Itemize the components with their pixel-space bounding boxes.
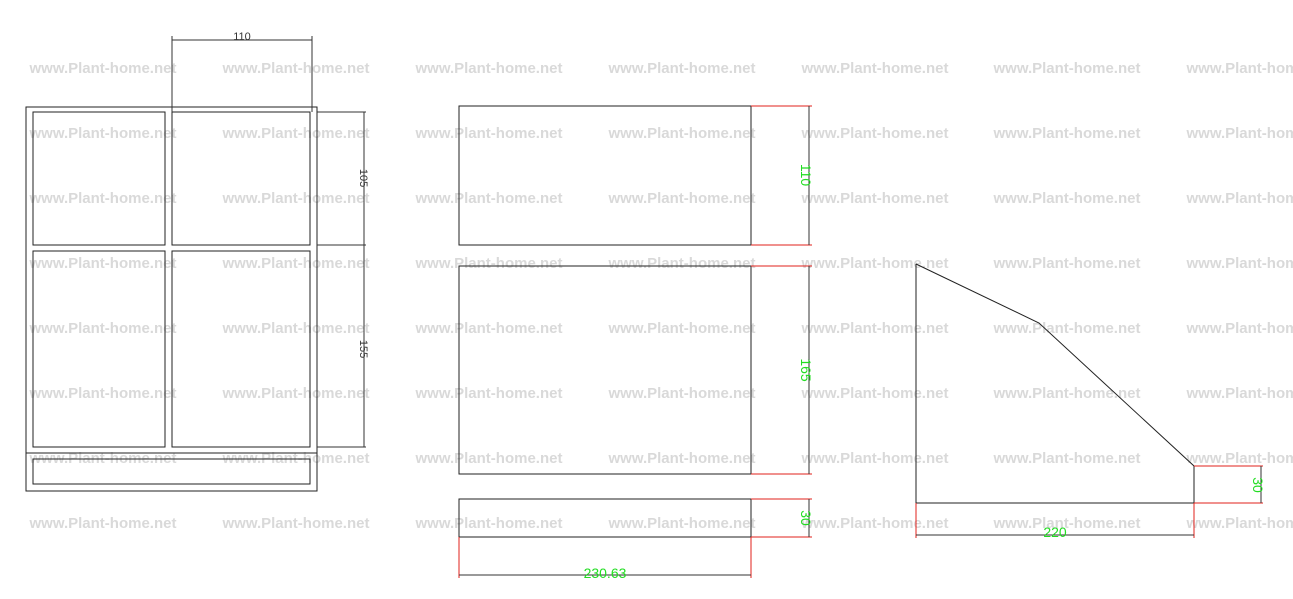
watermark-text: www.Plant-home.net: [608, 60, 756, 77]
panel-bottom-right: [171, 250, 311, 448]
dim-top-label: 110: [233, 31, 251, 43]
watermark-text: www.Plant-home.net: [608, 255, 756, 272]
watermark-text: www.Plant-home.net: [608, 515, 756, 532]
watermark-text: www.Plant-home.net: [1186, 125, 1293, 142]
watermark-text: www.Plant-home.net: [1186, 255, 1293, 272]
watermark-text: www.Plant-home.net: [1186, 515, 1293, 532]
watermark-text: www.Plant-home.net: [801, 255, 949, 272]
watermark-text: www.Plant-home.net: [415, 60, 563, 77]
dim-right-lower-label: 155: [357, 340, 369, 358]
watermark-text: www.Plant-home.net: [608, 450, 756, 467]
watermark-text: www.Plant-home.net: [993, 125, 1141, 142]
watermark-text: www.Plant-home.net: [801, 320, 949, 337]
watermark-text: www.Plant-home.net: [993, 60, 1141, 77]
dim-lower-label: 30: [798, 510, 814, 526]
watermark-text: www.Plant-home.net: [415, 450, 563, 467]
watermark-text: www.Plant-home.net: [222, 320, 370, 337]
watermark-text: www.Plant-home.net: [415, 320, 563, 337]
watermark-text: www.Plant-home.net: [415, 515, 563, 532]
watermark-text: www.Plant-home.net: [29, 190, 177, 207]
panel-top-right: [171, 111, 311, 246]
watermark-text: www.Plant-home.net: [222, 190, 370, 207]
dim-right-label: 30: [1250, 477, 1266, 493]
watermark-text: www.Plant-home.net: [222, 515, 370, 532]
watermark-text: www.Plant-home.net: [415, 385, 563, 402]
dim-upper-label: 110: [798, 164, 814, 187]
watermark-text: www.Plant-home.net: [801, 190, 949, 207]
watermark-text: www.Plant-home.net: [1186, 320, 1293, 337]
rect-upper: [458, 105, 752, 246]
watermark-grid: www.Plant-home.net www.Plant-home.net www.…: [29, 60, 1293, 532]
rect-middle: [458, 265, 752, 475]
watermark-text: www.Plant-home.net: [29, 515, 177, 532]
middle-view: 110 165 30 230.63: [458, 105, 814, 581]
watermark-text: www.Plant-home.net: [608, 190, 756, 207]
watermark-text: www.Plant-home.net: [608, 320, 756, 337]
base-drawer: [32, 458, 311, 485]
dim-middle-label: 165: [798, 358, 814, 382]
watermark-text: www.Plant-home.net: [222, 125, 370, 142]
watermark-text: www.Plant-home.net: [222, 60, 370, 77]
rect-lower: [458, 498, 752, 538]
watermark-text: www.Plant-home.net: [29, 60, 177, 77]
dim-right-upper-label: 105: [357, 169, 369, 187]
watermark-text: www.Plant-home.net: [1186, 450, 1293, 467]
watermark-text: www.Plant-home.net: [29, 255, 177, 272]
dim-bottom-label: 230.63: [584, 565, 627, 581]
watermark-text: www.Plant-home.net: [222, 385, 370, 402]
watermark-text: www.Plant-home.net: [1186, 385, 1293, 402]
watermark-text: www.Plant-home.net: [801, 515, 949, 532]
watermark-text: www.Plant-home.net: [801, 450, 949, 467]
right-view: 30 220: [915, 263, 1266, 540]
side-profile: [915, 263, 1195, 504]
left-view: 110 105 155: [25, 31, 369, 492]
watermark-text: www.Plant-home.net: [29, 385, 177, 402]
dim-bottom-label: 220: [1043, 524, 1067, 540]
watermark-text: www.Plant-home.net: [993, 255, 1141, 272]
watermark-text: www.Plant-home.net: [1186, 60, 1293, 77]
watermark-text: www.Plant-home.net: [993, 515, 1141, 532]
watermark-text: www.Plant-home.net: [801, 125, 949, 142]
watermark-text: www.Plant-home.net: [608, 385, 756, 402]
watermark-text: www.Plant-home.net: [993, 450, 1141, 467]
watermark-text: www.Plant-home.net: [415, 255, 563, 272]
panel-top-left: [32, 111, 166, 246]
watermark-text: www.Plant-home.net: [993, 385, 1141, 402]
watermark-text: www.Plant-home.net: [993, 320, 1141, 337]
watermark-text: www.Plant-home.net: [29, 125, 177, 142]
watermark-text: www.Plant-home.net: [801, 385, 949, 402]
watermark-text: www.Plant-home.net: [222, 255, 370, 272]
watermark-text: www.Plant-home.net: [993, 190, 1141, 207]
watermark-text: www.Plant-home.net: [801, 60, 949, 77]
watermark-text: www.Plant-home.net: [608, 125, 756, 142]
watermark-text: www.Plant-home.net: [1186, 190, 1293, 207]
watermark-text: www.Plant-home.net: [29, 320, 177, 337]
watermark-text: www.Plant-home.net: [415, 190, 563, 207]
panel-bottom-left: [32, 250, 166, 448]
watermark-text: www.Plant-home.net: [415, 125, 563, 142]
